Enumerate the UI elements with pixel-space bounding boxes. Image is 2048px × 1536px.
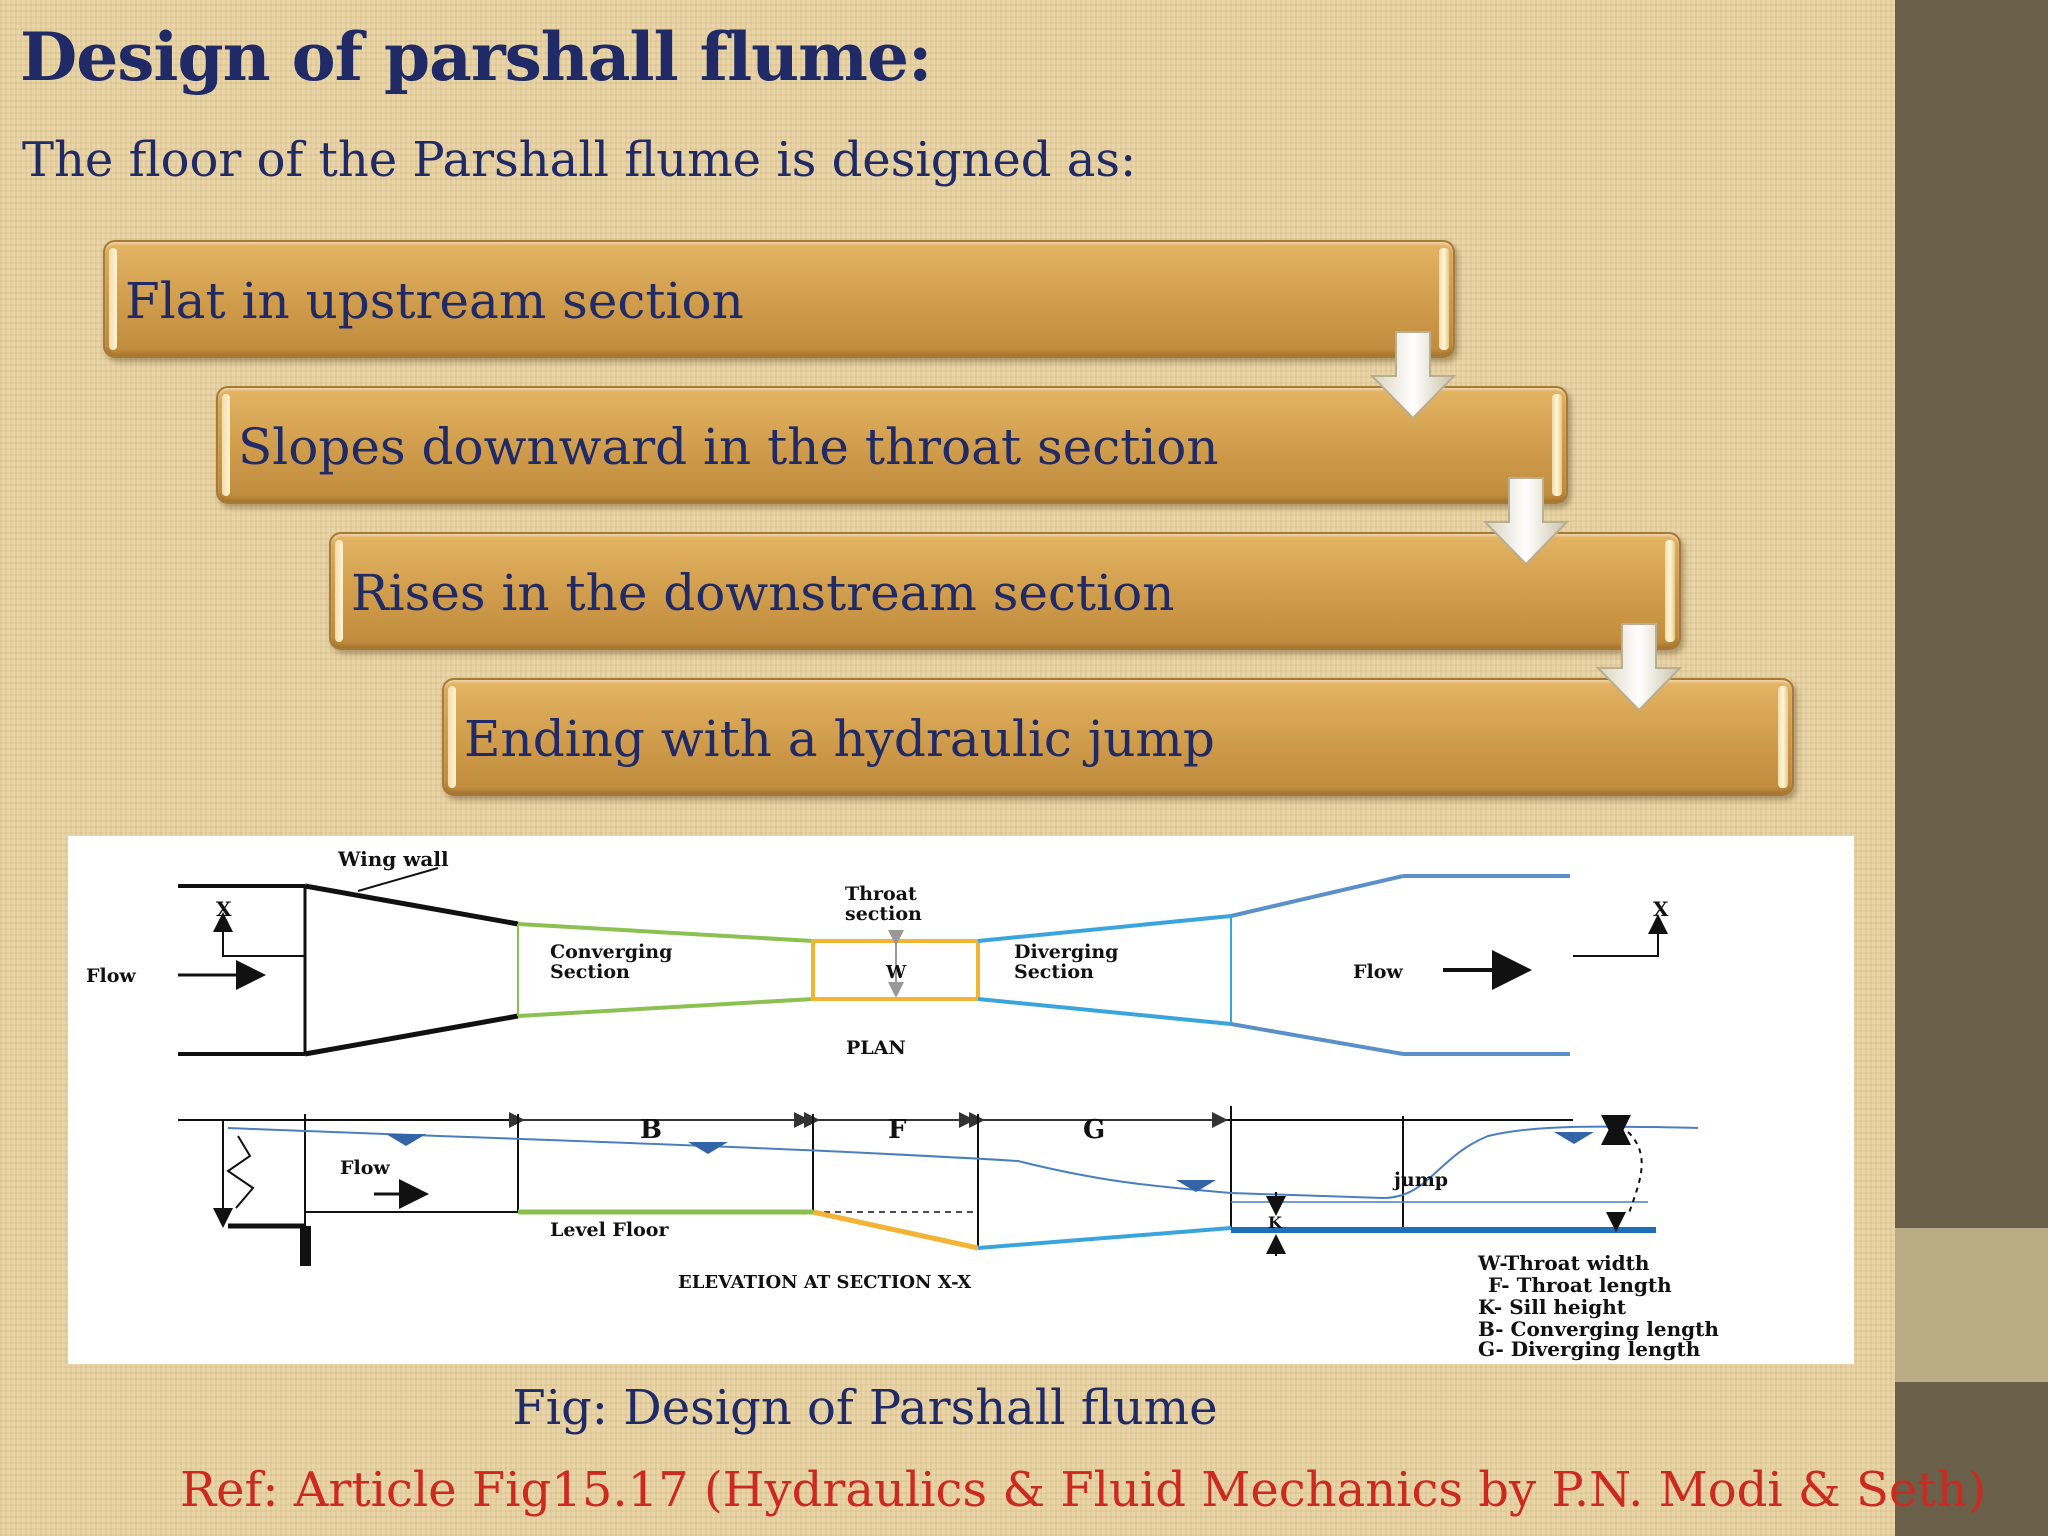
flow-right-label: Flow [1353,961,1403,983]
sidebar-accent [1895,1228,2048,1382]
flume-diagram: Wing wall X X Flow Flow Converging Secti… [86,847,1719,1361]
sill-k-label: K [1268,1213,1283,1232]
elevation-view: B F G Flow jump K Level Floor ELEVATION … [178,1106,1699,1293]
slide-subtitle: The floor of the Parshall flume is desig… [22,132,1137,188]
step-box-2: Slopes downward in the throat section [216,386,1568,504]
down-arrow-icon [1595,623,1683,712]
step-box-1: Flat in upstream section [103,240,1455,358]
level-floor-label: Level Floor [550,1219,669,1241]
dimension-g-label: G [1083,1115,1105,1145]
step-edge-decoration [335,540,343,642]
diverging-label-line1: Diverging [1014,941,1118,963]
plan-label: PLAN [846,1037,906,1059]
step-label: Slopes downward in the throat section [238,418,1219,476]
dimension-b-label: B [640,1115,662,1145]
slide-title: Design of parshall flume: [20,18,932,96]
converging-label-line2: Section [550,961,630,983]
step-edge-decoration [1439,248,1449,350]
figure-caption: Fig: Design of Parshall flume [512,1380,1218,1436]
legend-item: G- Diverging length [1478,1337,1701,1361]
step-edge-decoration [1665,540,1675,642]
step-edge-decoration [222,394,230,496]
throat-width-label: W [885,962,907,983]
step-edge-decoration [1778,686,1788,788]
down-arrow-icon [1482,477,1570,566]
legend-item: K- Sill height [1478,1295,1627,1319]
dimension-f-label: F [888,1115,907,1145]
step-box-3: Rises in the downstream section [329,532,1681,650]
throat-label-line1: Throat [845,883,917,905]
legend-item: B- Converging length [1478,1317,1719,1341]
elevation-title: ELEVATION AT SECTION X-X [678,1272,971,1293]
step-edge-decoration [1552,394,1562,496]
step-edge-decoration [109,248,117,350]
jump-label: jump [1392,1169,1448,1191]
wing-wall-label: Wing wall [337,847,449,871]
legend: W-Throat width F- Throat length K- Sill … [1477,1251,1719,1361]
step-edge-decoration [448,686,456,788]
step-label: Rises in the downstream section [351,564,1175,622]
down-arrow-icon [1369,331,1457,420]
step-label: Ending with a hydraulic jump [464,710,1215,768]
converging-label-line1: Converging [550,941,672,963]
legend-item: F- Throat length [1488,1273,1672,1297]
reference-text: Ref: Article Fig15.17 (Hydraulics & Flui… [180,1462,1987,1518]
section-x-right-label: X [1653,897,1669,921]
section-x-left-label: X [216,897,232,921]
legend-item: W-Throat width [1477,1251,1650,1275]
plan-view: Wing wall X X Flow Flow Converging Secti… [86,847,1669,1059]
parshall-flume-figure: Wing wall X X Flow Flow Converging Secti… [68,836,1854,1364]
throat-label-line2: section [845,903,922,925]
flow-left-label: Flow [86,965,136,987]
step-box-4: Ending with a hydraulic jump [442,678,1794,796]
step-label: Flat in upstream section [125,272,744,330]
elevation-flow-label: Flow [340,1157,390,1179]
diverging-label-line2: Section [1014,961,1094,983]
